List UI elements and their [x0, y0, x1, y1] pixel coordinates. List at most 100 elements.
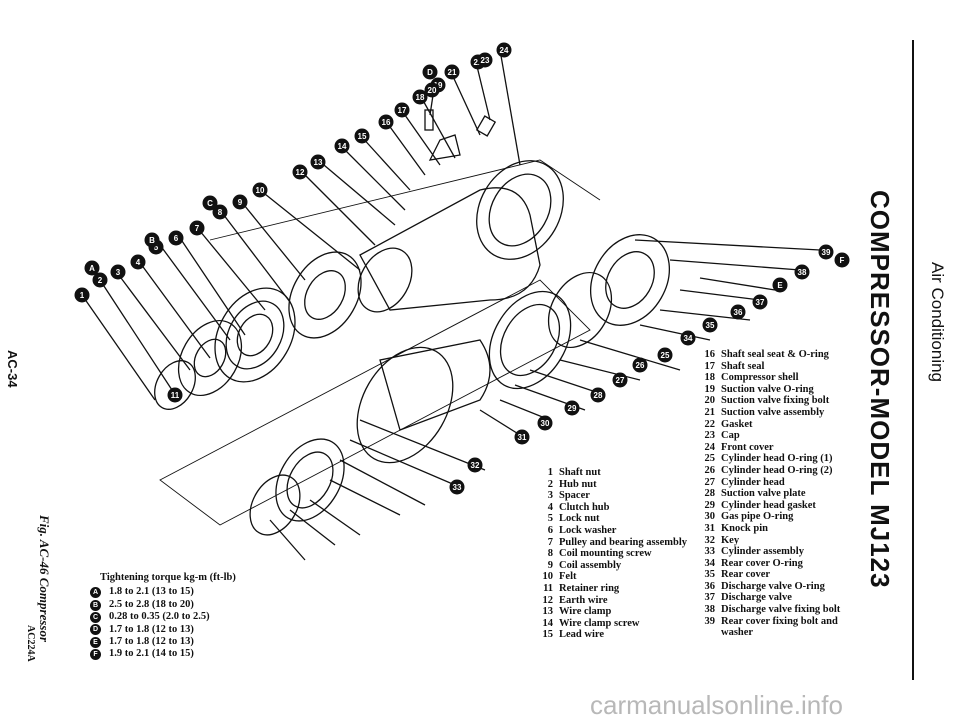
part-number: 36 [704, 580, 716, 592]
callout-number-badge: 24 [496, 42, 512, 58]
part-name: Wire clamp screw [559, 617, 640, 629]
callout-number-badge: 17 [394, 102, 410, 118]
callout-number-badge: 32 [467, 457, 483, 473]
parts-list-item: washer [697, 627, 840, 639]
callout-number-badge: 11 [167, 387, 183, 403]
svg-text:39: 39 [822, 248, 831, 257]
part-number: 7 [547, 536, 553, 548]
callout-number-badge: 9 [232, 194, 248, 210]
parts-list-item: 36 Discharge valve O-ring [697, 581, 840, 593]
callout-number-badge: 23 [477, 52, 493, 68]
svg-text:12: 12 [296, 168, 305, 177]
part-number: 14 [542, 617, 554, 629]
svg-text:20: 20 [428, 86, 437, 95]
figure-caption: Fig. AC-46 Compressor [37, 515, 52, 643]
svg-text:30: 30 [541, 419, 550, 428]
parts-list-item: 29 Cylinder head gasket [697, 500, 840, 512]
part-number: 4 [547, 501, 553, 513]
part-number: 9 [547, 559, 553, 571]
svg-text:38: 38 [798, 268, 807, 277]
torque-value: 1.7 to 1.8 (12 to 13) [109, 623, 194, 635]
svg-text:31: 31 [518, 433, 527, 442]
svg-text:B: B [149, 236, 155, 245]
part-name: Key [721, 534, 740, 546]
svg-text:13: 13 [314, 158, 323, 167]
callout-number-badge: 13 [310, 154, 326, 170]
part-name: Gas pipe O-ring [721, 511, 794, 523]
part-number: 2 [547, 478, 553, 490]
figure-code: AC224A [25, 625, 36, 662]
svg-text:11: 11 [171, 391, 180, 400]
part-number: 32 [704, 534, 716, 546]
part-number: 10 [542, 571, 554, 583]
svg-text:1: 1 [80, 291, 85, 300]
page-rule [912, 40, 914, 680]
svg-text:32: 32 [471, 461, 480, 470]
torque-row: B 2.5 to 2.8 (18 to 20) [90, 599, 236, 611]
section-title: Air Conditioning [928, 262, 947, 383]
callout-number-badge: 1 [74, 287, 90, 303]
callout-number-badge: 31 [514, 429, 530, 445]
torque-key-badge: C [90, 611, 101, 623]
part-name: Cylinder head gasket [721, 499, 816, 511]
part-name: washer [721, 627, 754, 639]
svg-text:37: 37 [756, 298, 765, 307]
part-name: Wire clamp [559, 606, 612, 618]
part-number: 11 [543, 582, 553, 594]
callout-number-badge: 36 [730, 304, 746, 320]
part-number: 29 [704, 499, 716, 511]
callout-number-badge: 8 [212, 204, 228, 220]
callout-number-badge: 18 [412, 89, 428, 105]
part-number: 34 [704, 557, 716, 569]
callout-number-badge: 2 [92, 272, 108, 288]
svg-text:6: 6 [174, 234, 179, 243]
part-number: 25 [704, 453, 716, 465]
svg-text:27: 27 [616, 376, 625, 385]
part-number: 8 [547, 548, 553, 560]
callout-number-badge: 20 [424, 82, 440, 98]
torque-key-badge: B [90, 599, 101, 611]
part-number [697, 627, 715, 639]
part-name: Knock pin [721, 522, 768, 534]
callout-number-badge: 16 [378, 114, 394, 130]
parts-list-item: 14 Wire clamp screw [535, 618, 687, 630]
callout-letter-badge: F [834, 252, 850, 268]
part-number: 26 [704, 464, 716, 476]
part-name: Discharge valve [721, 592, 792, 604]
svg-text:E: E [777, 281, 783, 290]
svg-text:7: 7 [195, 224, 200, 233]
part-name: Suction valve assembly [721, 406, 825, 418]
part-name: Felt [559, 571, 577, 583]
torque-value: 1.9 to 2.1 (14 to 15) [109, 648, 194, 660]
torque-value: 2.5 to 2.8 (18 to 20) [109, 598, 194, 610]
svg-text:33: 33 [453, 483, 462, 492]
part-number: 6 [547, 524, 553, 536]
part-name: Suction valve O-ring [721, 383, 814, 395]
part-name: Shaft seal seat & O-ring [721, 349, 829, 360]
parts-list-item: 32 Key [697, 535, 840, 547]
part-name: Discharge valve O-ring [721, 580, 825, 592]
torque-value: 0.28 to 0.35 (2.0 to 2.5) [109, 611, 210, 623]
callout-badges: 1234567891011121314151617181920212223242… [74, 42, 850, 495]
part-name: Rear cover [721, 569, 771, 581]
part-number: 35 [704, 569, 716, 581]
part-number: 22 [704, 418, 716, 430]
part-number: 18 [704, 372, 716, 384]
callout-number-badge: 27 [612, 372, 628, 388]
part-name: Cap [721, 430, 740, 442]
svg-text:29: 29 [568, 404, 577, 413]
parts-list-item: 10 Felt [535, 571, 687, 583]
callout-letter-badge: A [84, 260, 100, 276]
